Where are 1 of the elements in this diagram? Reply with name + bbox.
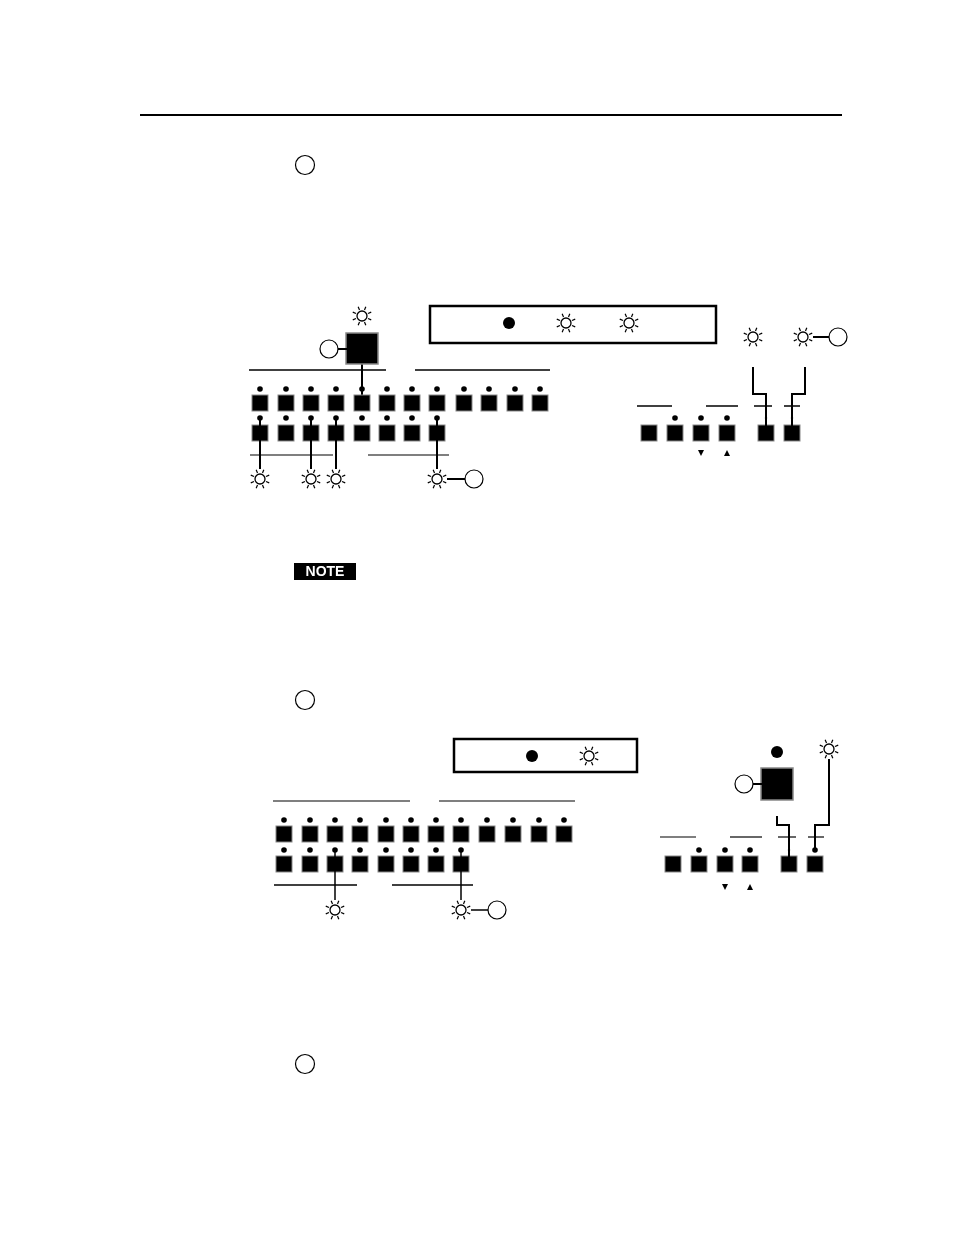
note-heading: NOTE	[294, 563, 356, 580]
